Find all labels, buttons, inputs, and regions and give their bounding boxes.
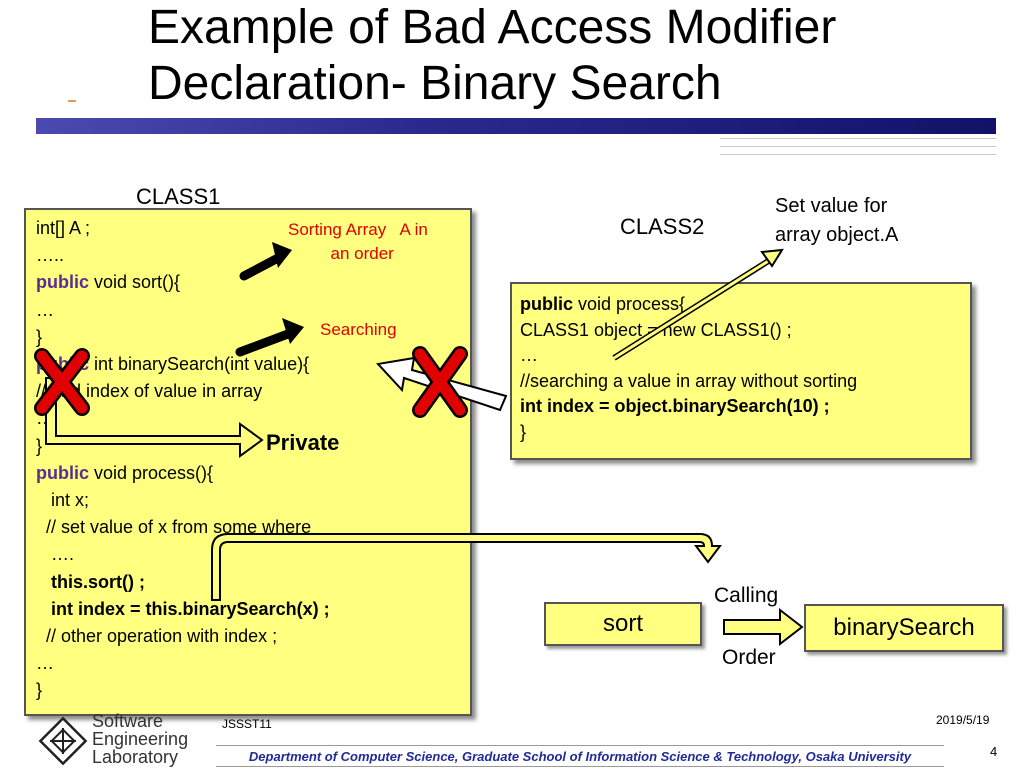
class1-code-box: int[] A ; ….. public void sort(){ …} public … xyxy=(24,208,472,716)
searching-annotation: Searching xyxy=(320,320,397,339)
title-line-1: Example of Bad Access Modifier xyxy=(148,1,837,54)
class2-code: public void process{CLASS1 object = new … xyxy=(520,292,857,445)
arrow-to-sorting xyxy=(239,242,292,281)
code-token: … xyxy=(36,299,54,320)
department-label: Department of Computer Science, Graduate… xyxy=(248,748,912,764)
class1-code-line: int index = this.binarySearch(x) ; xyxy=(36,596,330,623)
class2-label: CLASS2 xyxy=(620,214,705,239)
department-bar: Department of Computer Science, Graduate… xyxy=(216,745,944,767)
code-token: this.sort() ; xyxy=(36,571,145,592)
class1-code-line: …. xyxy=(36,541,330,568)
class1-code-line: this.sort() ; xyxy=(36,569,330,596)
class2-code-line: //searching a value in array without sor… xyxy=(520,369,857,395)
logo-text-2: Engineering xyxy=(92,729,189,749)
code-token: void sort(){ xyxy=(89,272,181,293)
code-token: public xyxy=(520,294,573,314)
class1-code: int[] A ; ….. public void sort(){ …} public … xyxy=(36,215,330,705)
calling-label: Calling xyxy=(714,584,779,607)
set-value-label: Set value for array object.A xyxy=(775,195,899,246)
class1-code-line: int[] A ; xyxy=(36,215,330,242)
sort-box: sort xyxy=(544,602,702,646)
logo: Software Engineering Laboratory xyxy=(38,712,208,768)
class2-code-line: int index = object.binarySearch(10) ; xyxy=(520,394,857,420)
order-arrow xyxy=(723,607,804,647)
title-bar-line xyxy=(720,154,996,155)
logo-mark-icon xyxy=(38,716,88,766)
cross-icon xyxy=(412,346,468,418)
private-label: Private xyxy=(266,430,340,455)
code-token: } xyxy=(36,435,43,456)
class1-code-line: } xyxy=(36,433,330,460)
cross-icon xyxy=(34,348,90,416)
class1-code-line: … xyxy=(36,297,330,324)
set-value-arrow xyxy=(612,248,784,361)
class1-code-line: public void process(){ xyxy=(36,460,330,487)
code-token: int index = this.binarySearch(x) ; xyxy=(36,598,330,619)
logo-text-3: Laboratory xyxy=(92,747,179,767)
class2-code-box: public void process{CLASS1 object = new … xyxy=(510,282,972,460)
class1-code-line: … xyxy=(36,650,330,677)
conference-label: JSSST11 xyxy=(222,717,272,731)
title-bar xyxy=(36,118,996,134)
code-token: } xyxy=(36,680,43,701)
binary-search-box: binarySearch xyxy=(804,604,1004,652)
page-number: 4 xyxy=(990,744,998,759)
code-token: int index = object.binarySearch(10) ; xyxy=(520,396,830,416)
code-token: public xyxy=(36,272,89,293)
code-token: int binarySearch(int value){ xyxy=(89,354,310,375)
code-token: void process(){ xyxy=(89,462,214,483)
code-token: } xyxy=(520,421,527,442)
code-token: int x; xyxy=(36,490,90,511)
class2-code-line: … xyxy=(520,343,857,369)
code-token: } xyxy=(36,326,43,347)
class2-code-line: public void process{ xyxy=(520,292,857,318)
code-token: // set value of x from some where xyxy=(36,517,312,538)
arrow-to-searching xyxy=(235,318,304,357)
class1-code-line: } xyxy=(36,324,330,351)
code-token: … xyxy=(36,653,54,674)
title-bar-line xyxy=(720,146,996,147)
class1-label: CLASS1 xyxy=(136,184,221,209)
code-token: ….. xyxy=(36,245,65,266)
code-token: // other operation with index ; xyxy=(36,626,278,647)
class2-code-line: } xyxy=(520,420,857,446)
class1-code-line: // set value of x from some where xyxy=(36,514,330,541)
title-dash xyxy=(68,100,76,102)
class1-code-line: // other operation with index ; xyxy=(36,623,330,650)
sorting-annotation: Sorting Array A in an order xyxy=(288,220,428,263)
code-token: void process{ xyxy=(573,294,686,314)
class1-code-line: int x; xyxy=(36,487,330,514)
class1-code-line: } xyxy=(36,677,330,704)
code-token: …. xyxy=(36,544,75,565)
process-flow-arrow xyxy=(211,533,722,601)
class1-code-line: ….. xyxy=(36,242,330,269)
code-token: public xyxy=(36,462,89,483)
slide-title: Example of Bad Access Modifier Declarati… xyxy=(148,0,1018,112)
class1-code-line: public void sort(){ xyxy=(36,269,330,296)
order-label: Order xyxy=(722,646,776,669)
title-bar-line xyxy=(720,138,996,139)
title-line-2: Declaration- Binary Search xyxy=(148,57,722,110)
code-token: //searching a value in array without sor… xyxy=(520,370,858,391)
private-arrow xyxy=(45,377,264,458)
code-token: … xyxy=(520,345,538,365)
logo-text-1: Software xyxy=(92,711,164,731)
code-token: int[] A ; xyxy=(36,218,91,238)
date-label: 2019/5/19 xyxy=(936,713,990,727)
